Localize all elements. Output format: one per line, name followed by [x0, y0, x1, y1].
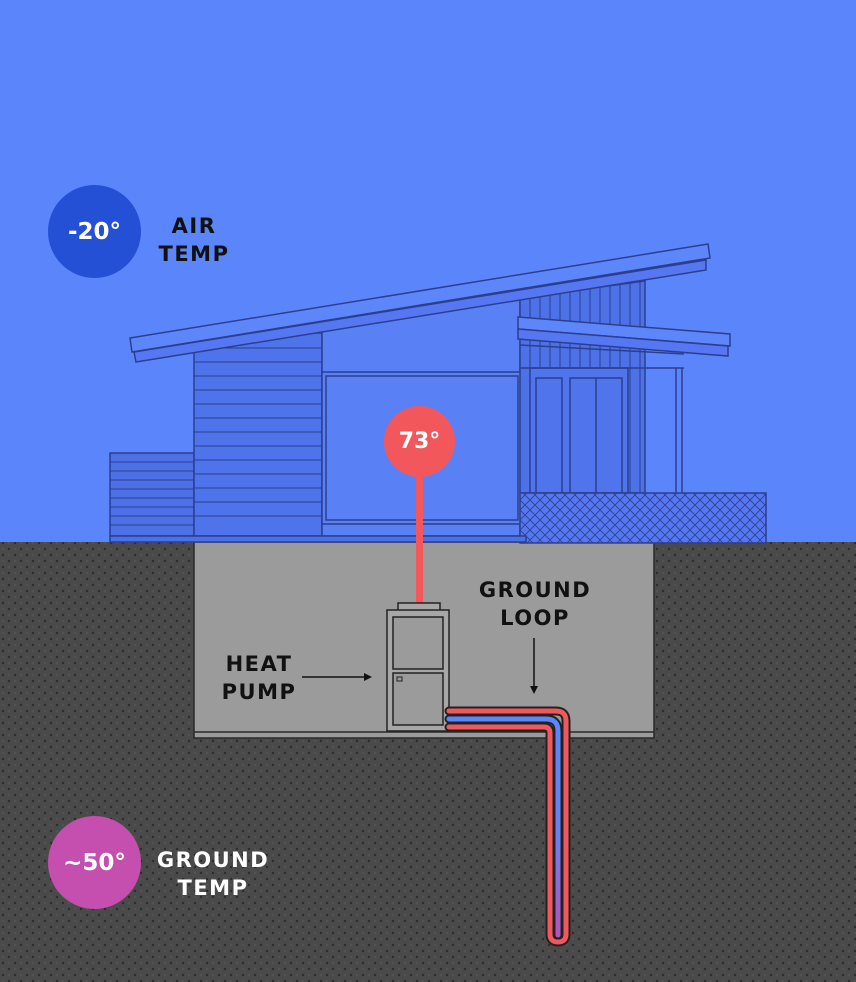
ground-loop-label-line1: GROUND	[478, 578, 592, 602]
air-temp-badge: -20°	[48, 185, 141, 278]
air-temp-value: -20°	[67, 218, 122, 245]
ground-temp-label-line1: GROUND	[156, 848, 270, 872]
ground-temp-label-line2: TEMP	[177, 876, 249, 900]
heat-pump-label-line1: HEAT	[225, 652, 293, 676]
indoor-temp-value: 73°	[398, 429, 441, 454]
ground-loop-pipes	[444, 706, 571, 947]
air-temp-label: AIR TEMP	[152, 212, 236, 268]
heat-pump-arrow	[302, 673, 372, 681]
ground-temp-label: GROUND TEMP	[148, 846, 278, 902]
air-temp-label-line2: TEMP	[158, 242, 230, 266]
indoor-supply-pipe	[416, 470, 423, 608]
heat-pump-unit	[386, 602, 450, 732]
ground-loop-label: GROUND LOOP	[470, 576, 600, 632]
ground-temp-badge: ~50°	[48, 816, 141, 909]
heat-pump-label: HEAT PUMP	[214, 650, 304, 706]
heat-pump-label-line2: PUMP	[221, 680, 297, 704]
ground-loop-arrow	[530, 638, 538, 694]
indoor-temp-badge: 73°	[384, 406, 455, 477]
ground-temp-value: ~50°	[63, 849, 126, 876]
air-temp-label-line1: AIR	[171, 214, 217, 238]
ground-loop-label-line2: LOOP	[500, 606, 570, 630]
